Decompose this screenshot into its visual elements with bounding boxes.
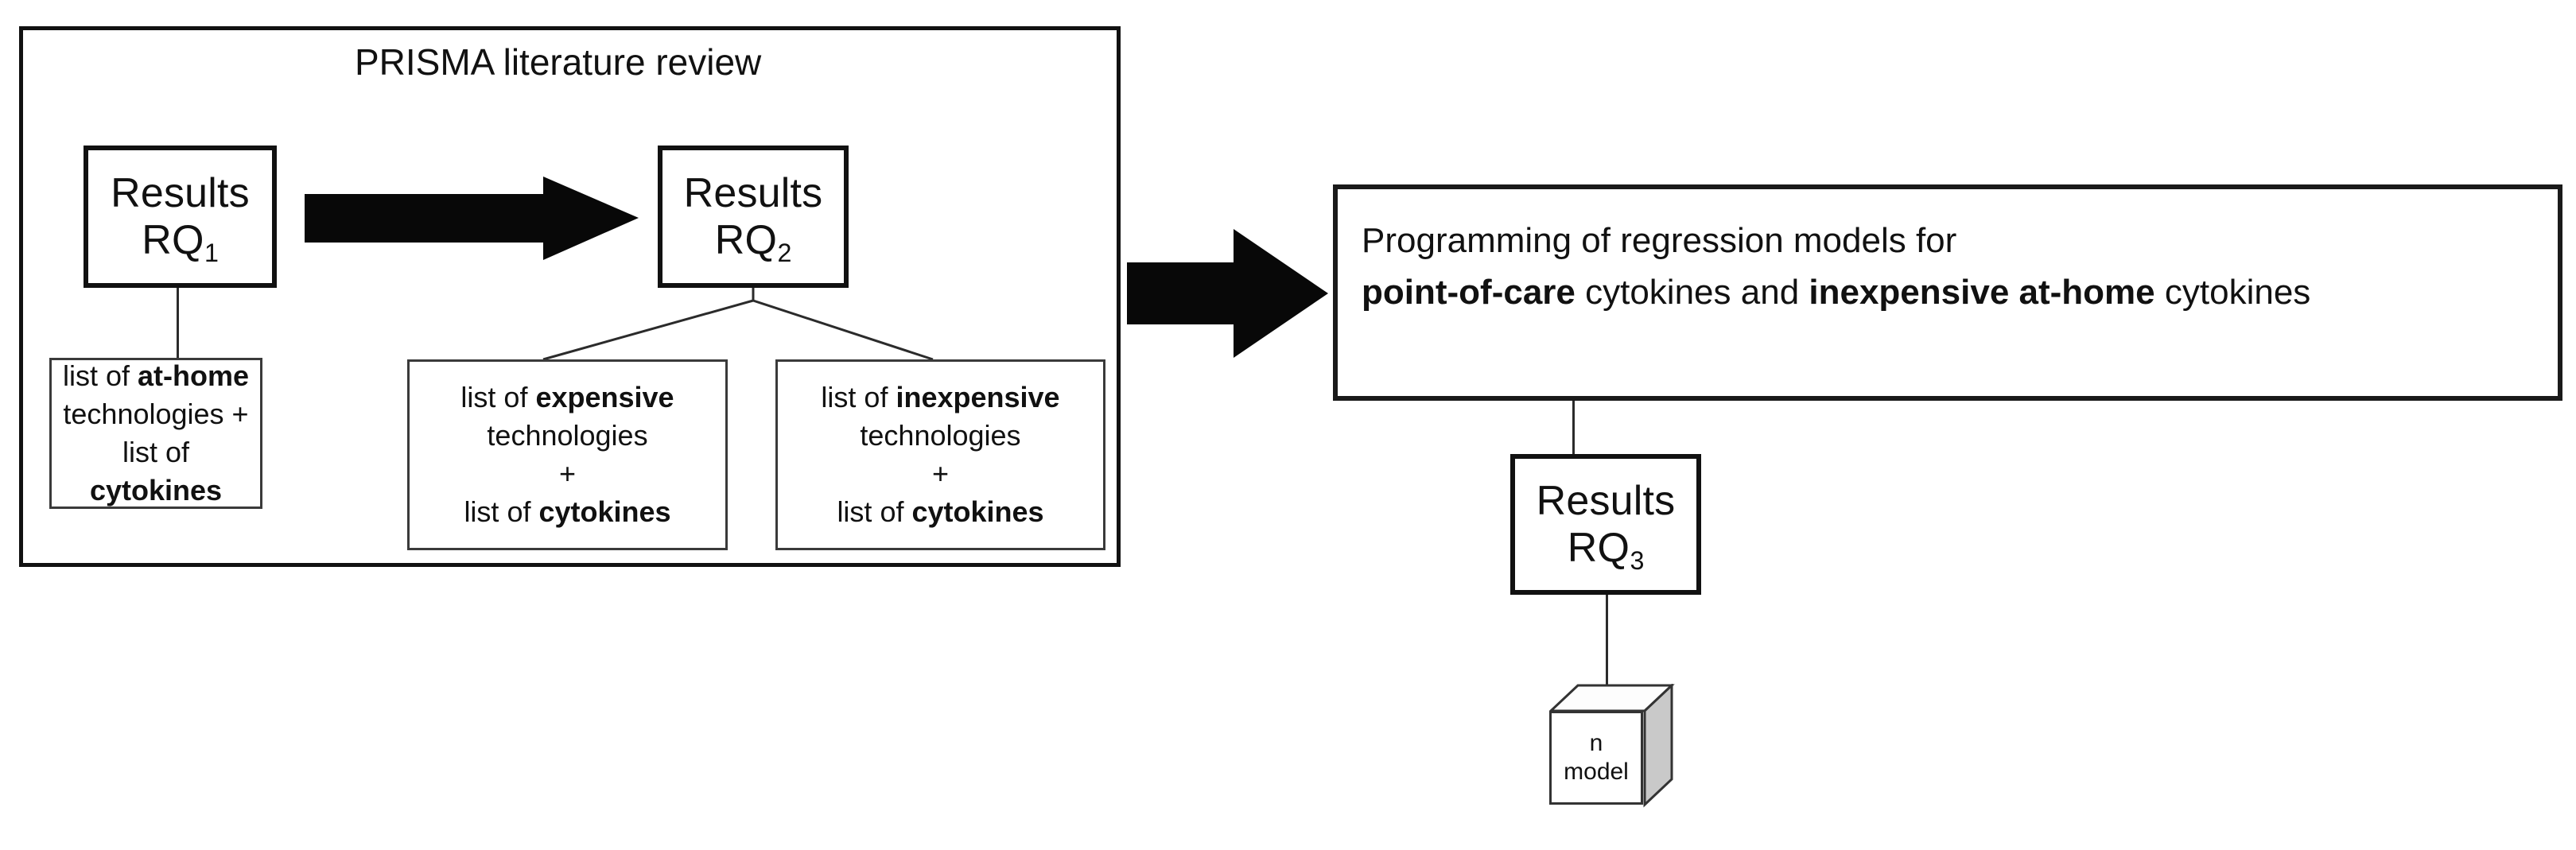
cube-label: n model	[1564, 729, 1629, 786]
programming-tail-text: cytokines	[2154, 273, 2311, 312]
list-box-at-home[interactable]: list of at-home technologies + list of c…	[49, 358, 262, 509]
list-box-expensive[interactable]: list of expensive technologies + list of…	[407, 359, 728, 550]
rq1-label-line2: RQ1	[142, 216, 219, 267]
rq2-label-line1: Results	[683, 170, 823, 217]
connector-rq3-to-cube	[1606, 595, 1608, 693]
athome-line2: technologies +	[63, 397, 249, 430]
rq1-rq-text: RQ	[142, 216, 204, 263]
inexpensive-line2: technologies	[860, 418, 1021, 452]
rq2-subscript: 2	[777, 238, 792, 267]
cube-label-line2: model	[1564, 759, 1629, 785]
node-results-rq2[interactable]: Results RQ2	[658, 146, 849, 288]
rq1-subscript: 1	[204, 238, 220, 267]
cube-3d-faces	[1549, 684, 1675, 808]
list-box-at-home-text: list of at-home technologies + list of c…	[52, 354, 260, 514]
arrow-prisma-to-programming	[1127, 229, 1328, 358]
model-cube[interactable]: n model	[1549, 684, 1677, 811]
cube-label-line1: n	[1589, 730, 1603, 756]
programming-mid-text: cytokines and	[1575, 273, 1809, 312]
rq3-label-line2: RQ3	[1567, 524, 1645, 575]
list-box-inexpensive[interactable]: list of inexpensive technologies + list …	[775, 359, 1105, 550]
expensive-line1-bold: expensive	[535, 380, 674, 413]
connector-programming-to-rq3	[1572, 401, 1575, 454]
athome-line3-bold: cytokines	[89, 474, 223, 507]
programming-line-2: point-of-care cytokines and inexpensive …	[1362, 266, 2310, 318]
programming-line-1: Programming of regression models for	[1362, 221, 1957, 260]
prisma-title: PRISMA literature review	[355, 41, 762, 83]
list-box-expensive-text: list of expensive technologies + list of…	[453, 375, 682, 535]
athome-line1-pre: list of	[62, 359, 138, 392]
athome-line3-pre: list of	[122, 436, 190, 468]
expensive-line4-bold: cytokines	[538, 495, 671, 529]
expensive-line2: technologies	[487, 418, 648, 452]
inexpensive-line1-pre: list of	[821, 380, 896, 413]
rq3-rq-text: RQ	[1567, 524, 1630, 571]
rq3-subscript: 3	[1630, 545, 1645, 575]
programming-box-text: Programming of regression models for poi…	[1362, 215, 2310, 318]
rq2-label-line2: RQ2	[714, 216, 792, 267]
expensive-line4-pre: list of	[464, 495, 539, 529]
cube-front-face: n model	[1549, 711, 1643, 805]
athome-line1-bold: at-home	[138, 359, 250, 392]
inexpensive-line4-bold: cytokines	[911, 495, 1044, 529]
node-results-rq1[interactable]: Results RQ1	[84, 146, 277, 288]
inexpensive-line1-bold: inexpensive	[896, 380, 1060, 413]
programming-bold-inexpensive-at-home: inexpensive at-home	[1809, 273, 2155, 312]
rq1-label-line1: Results	[111, 170, 250, 217]
rq3-label-line1: Results	[1536, 478, 1676, 525]
programming-bold-point-of-care: point-of-care	[1362, 273, 1576, 312]
arrow-rq1-to-rq2	[305, 177, 639, 260]
node-results-rq3[interactable]: Results RQ3	[1510, 454, 1701, 595]
inexpensive-line4-pre: list of	[837, 495, 912, 529]
rq2-rq-text: RQ	[714, 216, 778, 263]
connector-rq1-to-athome	[177, 288, 179, 358]
programming-box[interactable]	[1333, 184, 2562, 401]
list-box-inexpensive-text: list of inexpensive technologies + list …	[813, 375, 1067, 535]
expensive-line3: +	[558, 457, 577, 490]
inexpensive-line3: +	[931, 457, 949, 490]
expensive-line1-pre: list of	[460, 380, 536, 413]
